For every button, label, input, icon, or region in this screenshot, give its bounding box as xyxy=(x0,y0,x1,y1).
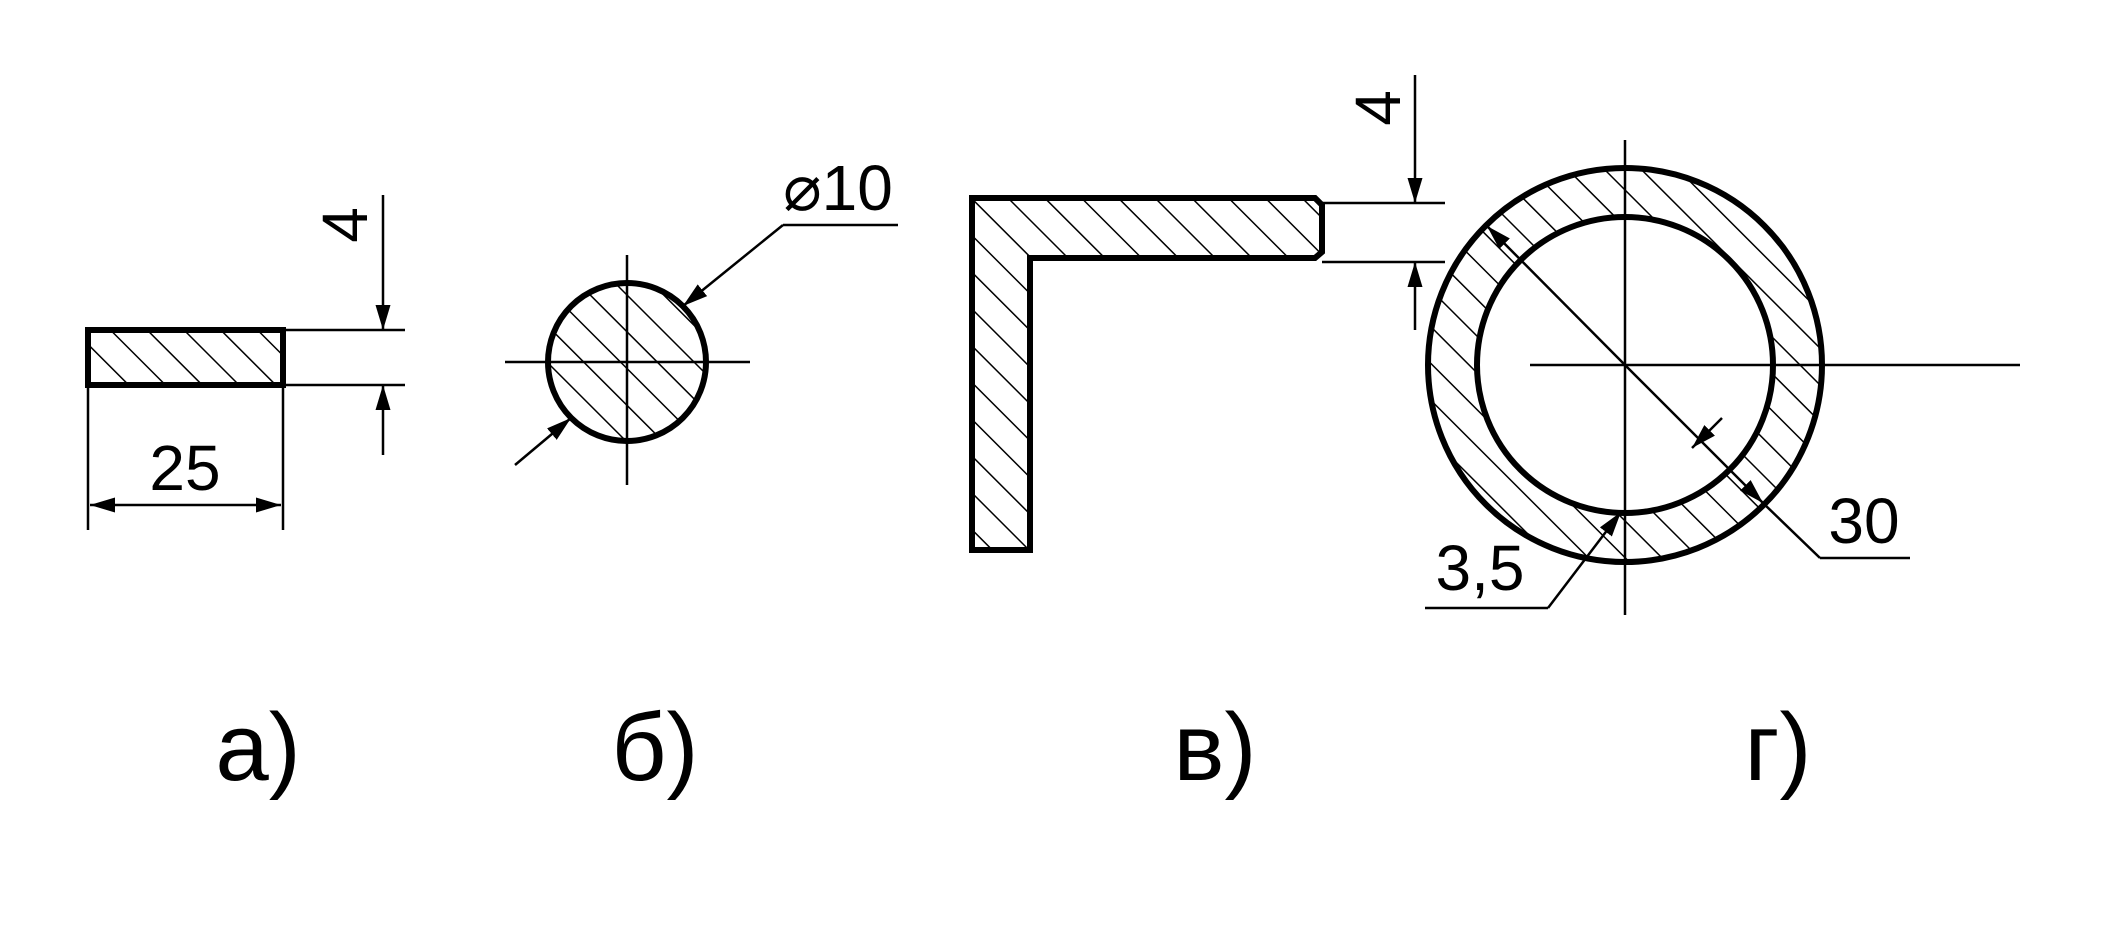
thickness-label-a: 4 xyxy=(309,207,381,243)
figure-v: 4 в) xyxy=(969,75,1445,801)
wall-label-g: 3,5 xyxy=(1436,532,1525,604)
figure-b: ⌀10 б) xyxy=(505,152,898,801)
caption-a: а) xyxy=(215,694,300,801)
centerlines-g xyxy=(1530,140,2020,615)
angle-section xyxy=(969,195,1325,553)
thickness-label-v: 4 xyxy=(1342,90,1414,126)
width-dimension-a xyxy=(86,385,285,530)
width-label-a: 25 xyxy=(149,432,220,504)
figure-a: 4 25 а) xyxy=(85,195,405,801)
thickness-dimension-v xyxy=(1322,75,1445,330)
caption-v: в) xyxy=(1174,694,1257,801)
caption-b: б) xyxy=(612,694,699,801)
centerlines-b xyxy=(505,255,750,485)
wall-dimension-g xyxy=(1425,417,1723,610)
strip-section xyxy=(85,327,286,388)
diameter-label-g: 30 xyxy=(1828,485,1899,557)
thickness-dimension-a xyxy=(283,195,405,455)
caption-g: г) xyxy=(1745,694,1812,801)
figure-g: 30 3,5 г) xyxy=(1425,140,2020,801)
diameter-dimension-b xyxy=(514,223,898,466)
diameter-label-b: ⌀10 xyxy=(783,152,893,224)
